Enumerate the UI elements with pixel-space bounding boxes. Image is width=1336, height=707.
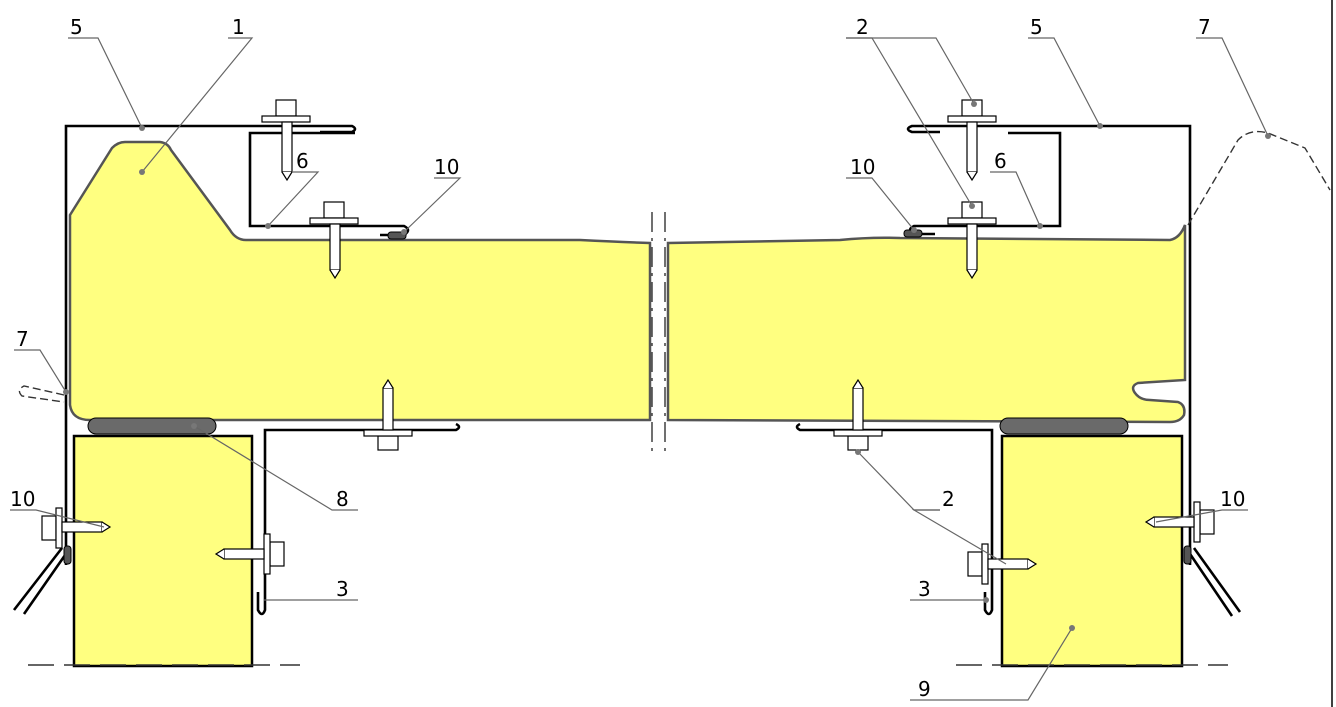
seal-left (87, 417, 217, 435)
rivet-10-left-top (387, 231, 407, 240)
main-panel-right (666, 224, 1187, 424)
flashing-7-right (1187, 130, 1331, 226)
callout-right-6: 6 (994, 149, 1007, 173)
callout-left-10-top: 10 (434, 155, 459, 179)
callout-left-8: 8 (336, 487, 349, 511)
profile-5-right (906, 124, 1192, 565)
callout-right-5: 5 (1030, 15, 1043, 39)
break-lines (651, 212, 666, 452)
screw-mid-right (947, 201, 997, 280)
callout-left-1: 1 (232, 15, 245, 39)
main-panel-left (68, 140, 652, 422)
screw-side-left-outer (41, 507, 112, 549)
flashing-7-left (18, 385, 65, 403)
leader-lines (10, 37, 1271, 701)
callout-left-6: 6 (296, 149, 309, 173)
profile-lower-left (256, 422, 461, 616)
screw-side-right-outer (1144, 501, 1215, 543)
callout-right-7: 7 (1198, 15, 1211, 39)
callout-left-7: 7 (16, 327, 29, 351)
screw-bottom-left (363, 378, 413, 451)
drip-left (12, 547, 72, 615)
screw-side-left-inner (214, 533, 285, 575)
screws (41, 99, 1215, 585)
seal-right (999, 417, 1129, 435)
profile-lower-right (795, 422, 994, 616)
drip-right (1184, 547, 1242, 617)
screw-bottom-right (833, 378, 883, 451)
screw-top-left (261, 99, 311, 182)
callout-right-2-bottom: 2 (942, 487, 955, 511)
callout-right-9: 9 (918, 677, 931, 701)
screw-top-right (947, 99, 997, 182)
callout-left-10-bottom: 10 (10, 487, 35, 511)
screw-mid-left (309, 201, 359, 280)
rivet-10-right-bottom (1183, 545, 1192, 565)
callout-right-10-top: 10 (850, 155, 875, 179)
callout-right-3: 3 (918, 577, 931, 601)
callout-left-5: 5 (70, 15, 83, 39)
callout-right-10-bottom: 10 (1220, 487, 1245, 511)
screw-side-right-inner (967, 543, 1038, 585)
callout-right-2-top: 2 (856, 15, 869, 39)
callout-left-3: 3 (336, 577, 349, 601)
rivet-10-left-bottom (63, 545, 72, 565)
lower-panel-right (1000, 434, 1184, 668)
callout-labels: 5 1 6 10 7 8 10 3 2 5 7 10 6 2 10 3 9 (10, 15, 1245, 701)
